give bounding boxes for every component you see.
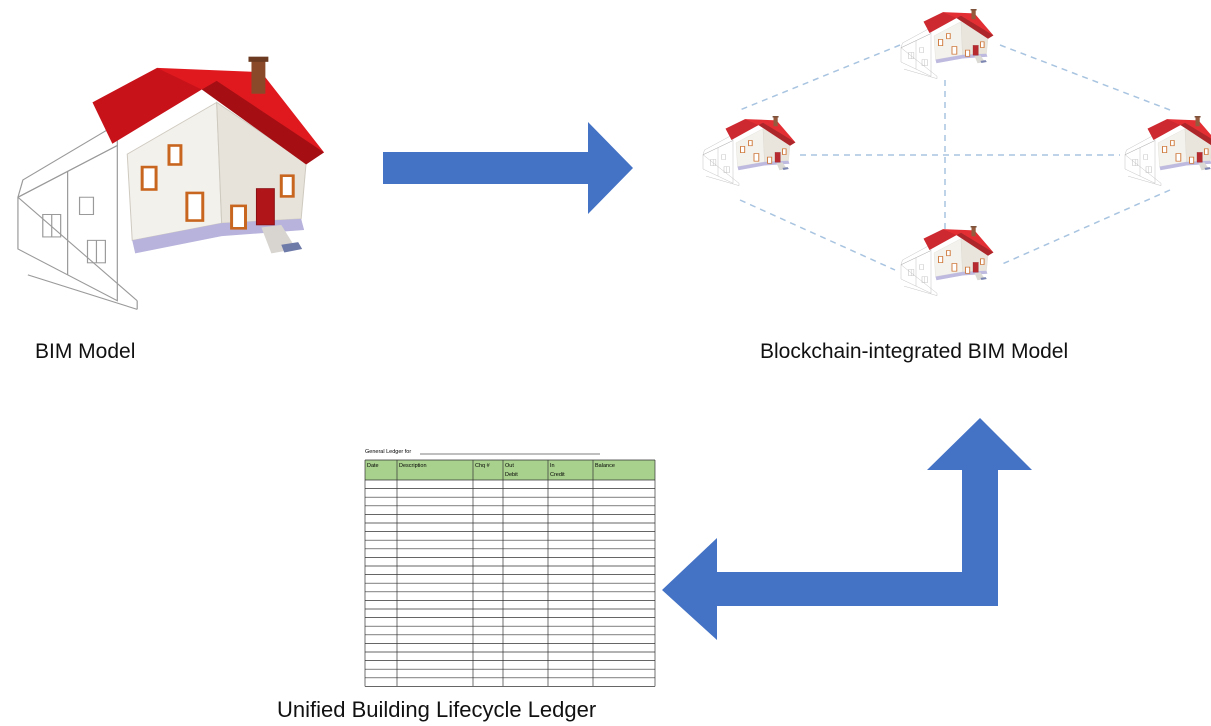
arrow-right-icon: [383, 122, 633, 214]
network-node-top-house-icon: [898, 5, 994, 81]
ledger-sheet: General Ledger for Date Description Chq # O…: [355, 440, 660, 690]
ledger-column-header: Chq #: [475, 463, 491, 469]
bim-model-label: BIM Model: [35, 340, 136, 363]
network-node-left-house-icon: [700, 112, 796, 188]
ledger-table: General Ledger for Date Description Chq # O…: [364, 449, 656, 687]
ledger-column-header: Out: [505, 463, 514, 469]
network-links: [739, 44, 1171, 271]
ledger-column-subheader: Credit: [550, 472, 565, 478]
ledger-title: General Ledger for: [365, 449, 411, 455]
ledger-column-header: In: [550, 463, 555, 469]
ledger-column-header: Date: [367, 463, 379, 469]
ledger-label: Unified Building Lifecycle Ledger: [277, 697, 597, 722]
network-node-bottom-house-icon: [898, 222, 994, 298]
network-node-right-house-icon: [1122, 112, 1211, 188]
ledger-column-header: Balance: [595, 463, 615, 469]
arrow-left-up-icon: [662, 418, 1032, 640]
blockchain-model-label: Blockchain-integrated BIM Model: [760, 340, 1069, 363]
bim-house-icon: [8, 42, 326, 318]
ledger-column-header: Description: [399, 463, 427, 469]
ledger-header-band: [365, 460, 655, 480]
ledger-column-subheader: Debit: [505, 472, 518, 478]
